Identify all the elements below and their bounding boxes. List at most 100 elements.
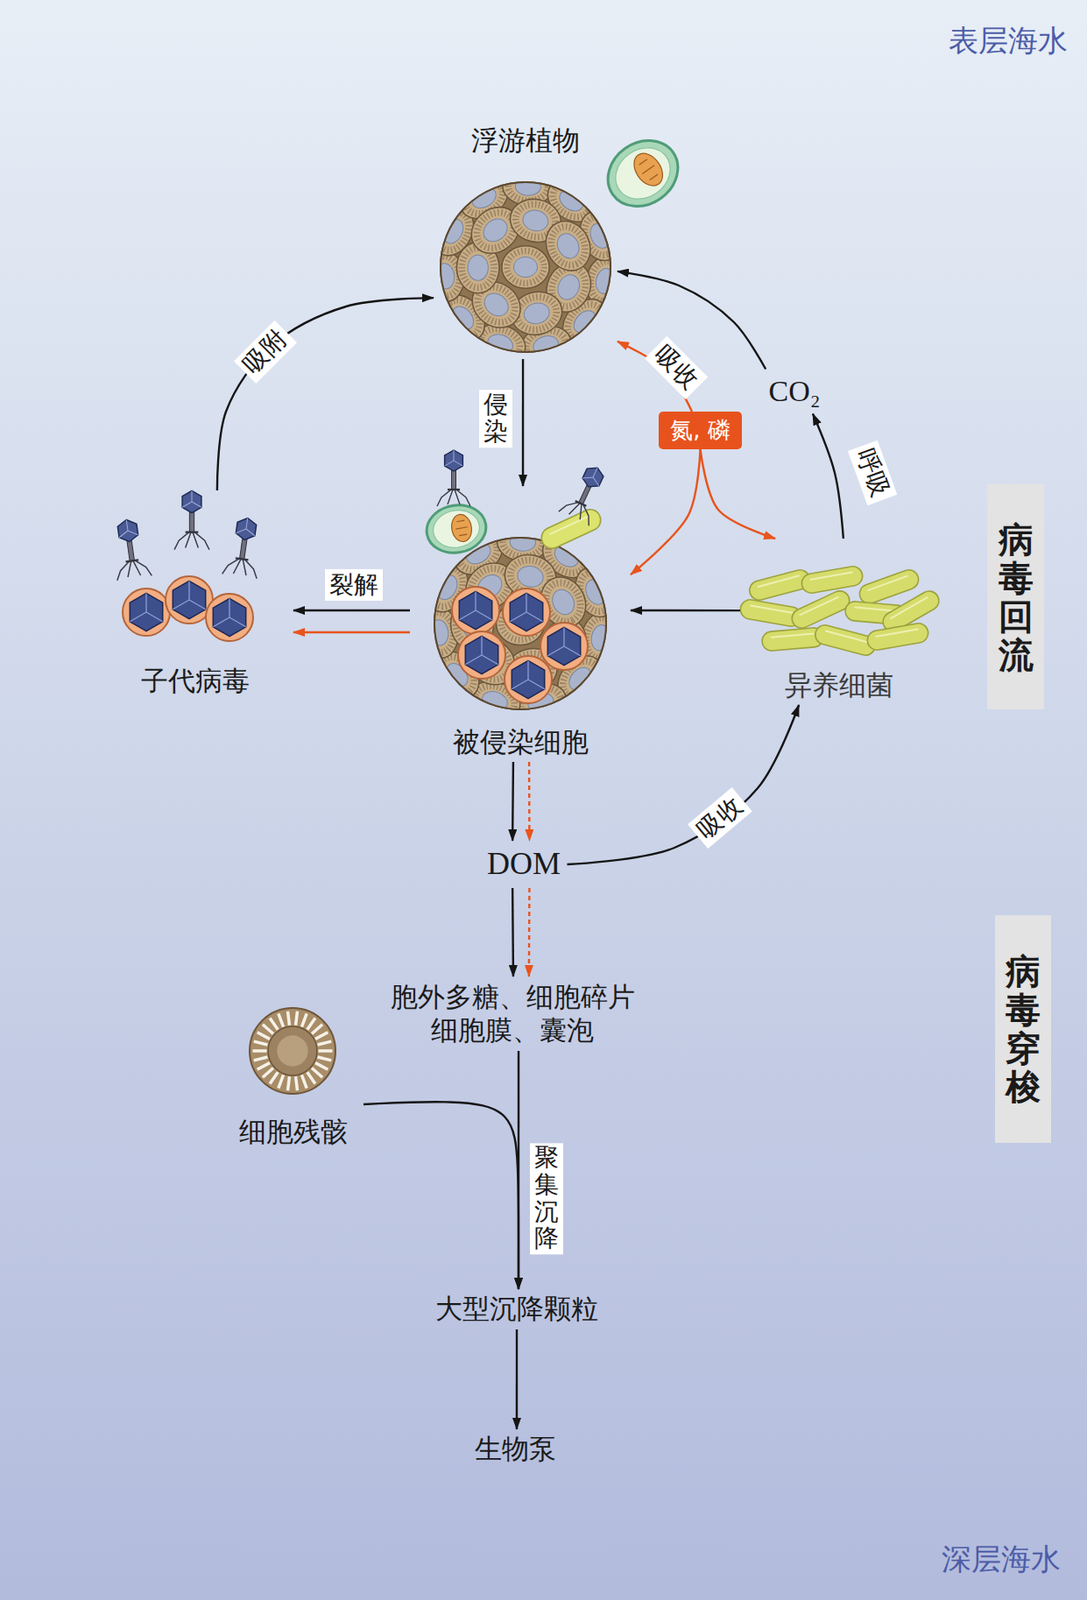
phage-baseplate [185, 530, 199, 533]
node-label: DOM [487, 845, 561, 883]
bacteriophage [108, 517, 152, 581]
cell-wall [423, 501, 490, 558]
plate-center [548, 585, 579, 619]
bacteria-node: 异养细菌 [740, 538, 938, 706]
chloroplast [628, 148, 669, 191]
cytoplasm [606, 137, 681, 210]
flow-arrow [630, 609, 741, 612]
plate-center [429, 619, 451, 648]
bacteriophage [174, 490, 210, 550]
phage-baseplate [447, 488, 460, 491]
plate-ridges [507, 251, 544, 284]
flow-arrow [630, 449, 701, 575]
virus-envelope [540, 622, 588, 671]
node-label: 细胞残骸 [239, 1115, 348, 1149]
flow-arrow [511, 762, 515, 841]
node-label: 子代病毒 [141, 664, 250, 698]
thylakoids [636, 157, 660, 182]
edge-label: 裂解 [324, 569, 383, 601]
plate-center [522, 300, 552, 326]
flow-arrow [528, 762, 531, 841]
particulate-node: 胞外多糖、细胞碎片 细胞膜、囊泡 [372, 976, 653, 1052]
plate-center [553, 230, 584, 262]
virus-envelope [458, 631, 506, 679]
cell-outline [440, 182, 611, 353]
rod-highlight [750, 605, 792, 613]
virus-envelope [122, 588, 170, 636]
capsid [172, 580, 205, 619]
capsid [212, 598, 246, 636]
plate-center [530, 333, 560, 358]
phage-legs [114, 558, 152, 581]
cell-body [434, 537, 607, 710]
phage-head-facets [235, 516, 257, 537]
flow-arrow [293, 609, 410, 612]
node-label: 生物泵 [474, 1432, 557, 1466]
phage-legs [558, 496, 596, 526]
bacterium-rod [789, 587, 854, 632]
debris-center [276, 1035, 308, 1066]
node-label: 氮, 磷 [670, 416, 731, 445]
debris-stripes [252, 1011, 332, 1091]
phage-head [234, 516, 257, 542]
rod-highlight [890, 597, 928, 619]
rod-highlight [811, 571, 853, 579]
coccolith-plate [501, 246, 550, 290]
phage-head-facets [582, 464, 606, 487]
plate-center [521, 207, 551, 233]
bacteriophage [222, 515, 266, 579]
process-band: 病毒回流 [987, 484, 1045, 710]
cell-body [440, 182, 611, 353]
virus-envelope [504, 656, 552, 704]
capsid [458, 591, 492, 629]
nutrient-box: 氮, 磷 [658, 411, 742, 450]
plate-center [589, 623, 612, 653]
node-label: 大型沉降颗粒 [435, 1292, 599, 1326]
plate-center [509, 532, 537, 552]
chloroplast [449, 513, 474, 544]
flow-arrow [511, 888, 515, 977]
phage-tail [451, 469, 457, 490]
phage-baseplate [575, 501, 587, 507]
plate-ridges [502, 527, 544, 558]
bacterium-rod [866, 621, 931, 652]
edge-label-holder: 聚集沉降 [529, 1143, 564, 1255]
connectors [217, 271, 844, 1430]
capsid-facets [465, 635, 498, 664]
virus-particle [504, 656, 552, 704]
flow-arrow [700, 449, 777, 539]
thylakoids [454, 520, 469, 537]
phage-head [444, 450, 464, 472]
cytoplasm [430, 507, 483, 552]
plate-center [593, 267, 616, 296]
phage-head-facets [182, 490, 202, 508]
phage-baseplate [235, 557, 249, 560]
phage-tail [239, 537, 248, 560]
corner-label-holder: 深层海水 [941, 1541, 1061, 1578]
progeny-virus-node: 子代病毒 [96, 490, 294, 701]
node-label: CO₂ [768, 374, 820, 410]
bacteriophage [558, 460, 613, 526]
capsid-facets [212, 598, 246, 627]
rod-highlight [868, 576, 908, 591]
phytoplankton-node: 浮游植物 [433, 120, 618, 360]
cell-outline [434, 537, 607, 710]
cell-debris-node: 细胞残骸 [223, 1002, 364, 1152]
plates [423, 167, 629, 371]
virus-particle [122, 588, 170, 636]
virus-envelope [451, 586, 500, 635]
virus-particle [540, 622, 588, 671]
phage-baseplate [126, 559, 140, 562]
node-label: 病毒回流 [998, 520, 1034, 675]
node-label: 胞外多糖、细胞碎片 细胞膜、囊泡 [381, 981, 644, 1046]
process-band: 病毒穿梭 [995, 915, 1052, 1144]
rod-body [866, 621, 931, 652]
virus-particle [502, 588, 551, 636]
virus-envelope [502, 588, 551, 636]
flow-arrow [522, 359, 524, 487]
sinking-particle-node: 大型沉降颗粒 [420, 1289, 614, 1330]
plate-center [479, 289, 513, 321]
